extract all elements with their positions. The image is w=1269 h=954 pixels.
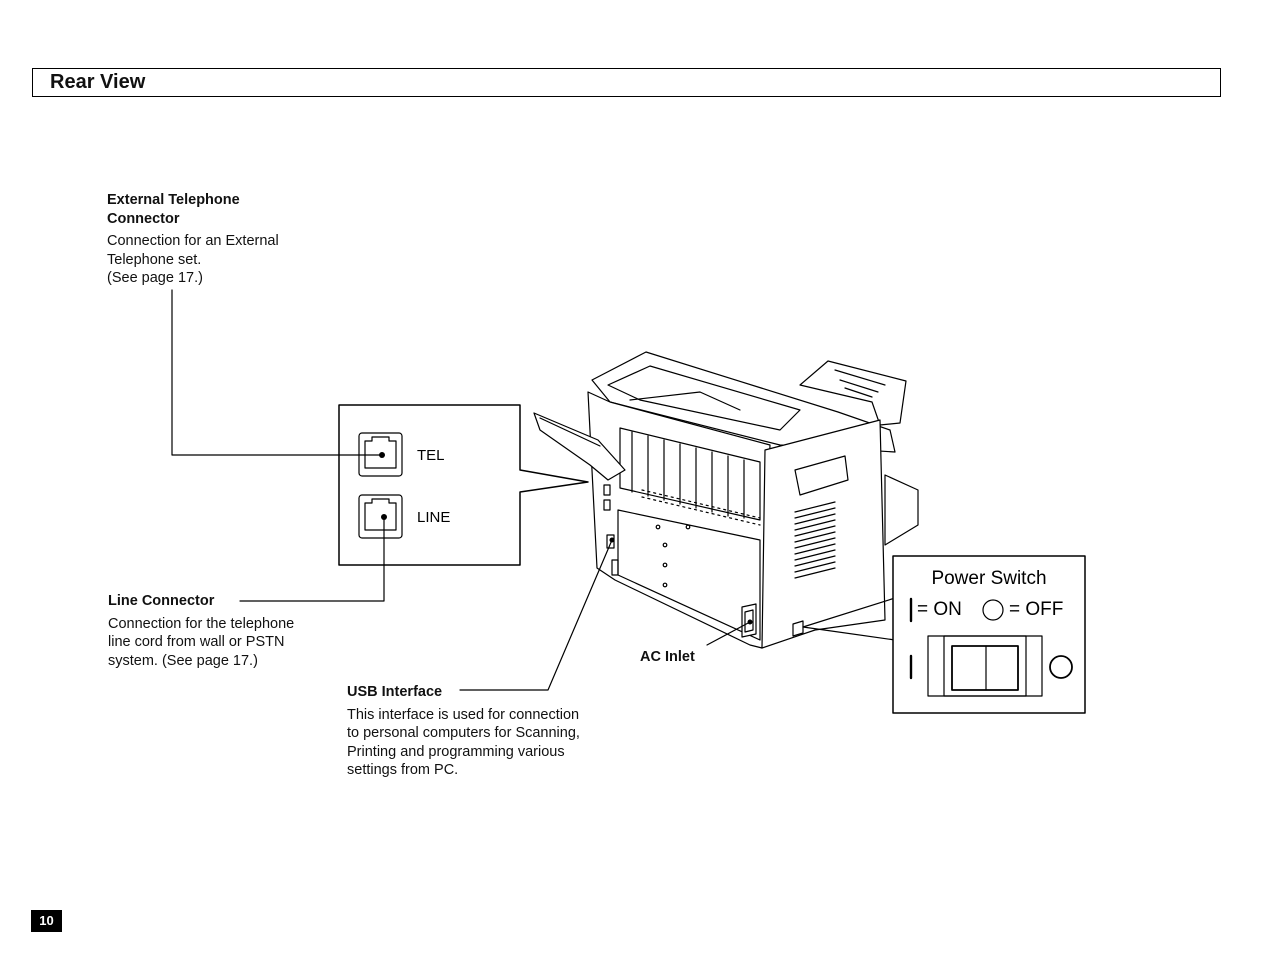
ext-tel-desc-3: (See page 17.) <box>107 270 203 286</box>
usb-desc-2: to personal computers for Scanning, <box>347 725 580 741</box>
ext-tel-heading-1: External Telephone <box>107 192 240 208</box>
page-title: Rear View <box>50 71 146 93</box>
ac-inlet-heading: AC Inlet <box>640 649 695 665</box>
usb-callout: USB Interface This interface is used for… <box>347 683 580 780</box>
line-desc-2: line cord from wall or PSTN <box>108 634 285 650</box>
switch-off-mark-icon <box>1049 655 1073 679</box>
tel-label: TEL <box>417 447 445 464</box>
usb-desc-4: settings from PC. <box>347 762 459 778</box>
usb-desc-3: Printing and programming various <box>347 743 565 760</box>
line-label: LINE <box>417 509 450 526</box>
line-desc-1: Connection for the telephone <box>108 615 295 632</box>
line-jack-icon <box>358 494 403 539</box>
power-switch-title: Power Switch <box>931 568 1046 589</box>
line-heading: Line Connector <box>108 593 215 609</box>
line-callout: Line Connector Connection for the teleph… <box>108 592 294 670</box>
fax-machine-drawing <box>533 351 919 649</box>
line-desc-3: system. (See page 17.) <box>108 652 258 669</box>
ext-tel-heading-2: Connector <box>107 210 180 227</box>
ext-tel-desc-2: Telephone set. <box>107 251 202 268</box>
power-switch-diagram <box>892 555 1086 714</box>
leader-lines <box>171 289 896 691</box>
section-header: Rear View <box>32 68 1221 97</box>
ext-tel-desc-1: Connection for an External <box>107 233 279 249</box>
power-off-label: = OFF <box>1009 599 1063 620</box>
power-on-label: = ON <box>917 599 962 620</box>
usb-desc-1: This interface is used for connection <box>347 706 580 723</box>
off-symbol-icon <box>982 599 1004 621</box>
usb-heading: USB Interface <box>347 684 443 700</box>
ac-inlet-callout: AC Inlet <box>640 648 695 667</box>
connector-panel <box>338 404 589 566</box>
ext-tel-callout: External Telephone Connector Connection … <box>107 191 279 288</box>
page-number: 10 <box>31 910 62 932</box>
